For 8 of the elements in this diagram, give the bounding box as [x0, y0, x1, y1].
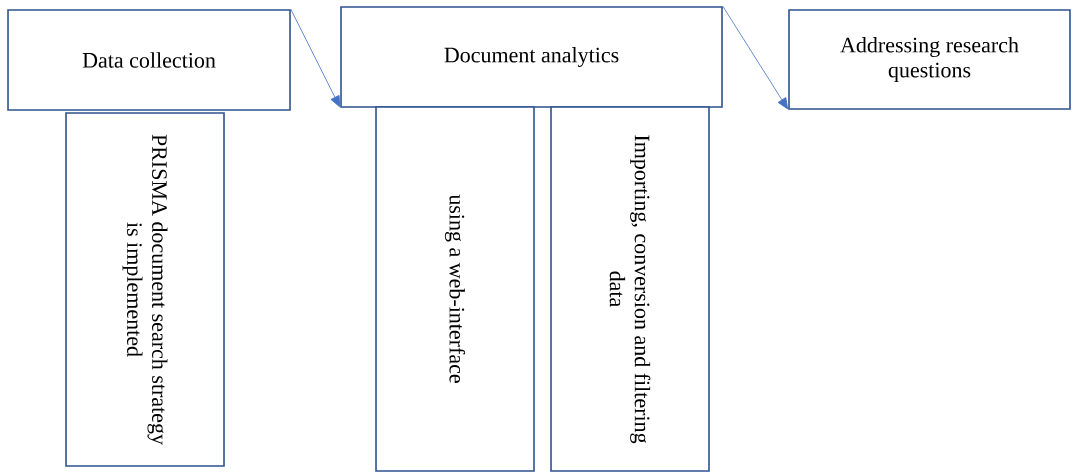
step-box: Importing, conversion and filtering data — [550, 106, 710, 472]
process-box: Addressing research questions — [788, 9, 1071, 110]
arrow — [290, 8, 341, 108]
process-box: Data collection — [7, 9, 291, 111]
step-box: using a web-interface — [375, 106, 535, 472]
process-box: Document analytics — [340, 6, 723, 108]
step-box: PRISMA document search strategy is implemented — [65, 112, 225, 467]
arrow — [722, 5, 789, 110]
